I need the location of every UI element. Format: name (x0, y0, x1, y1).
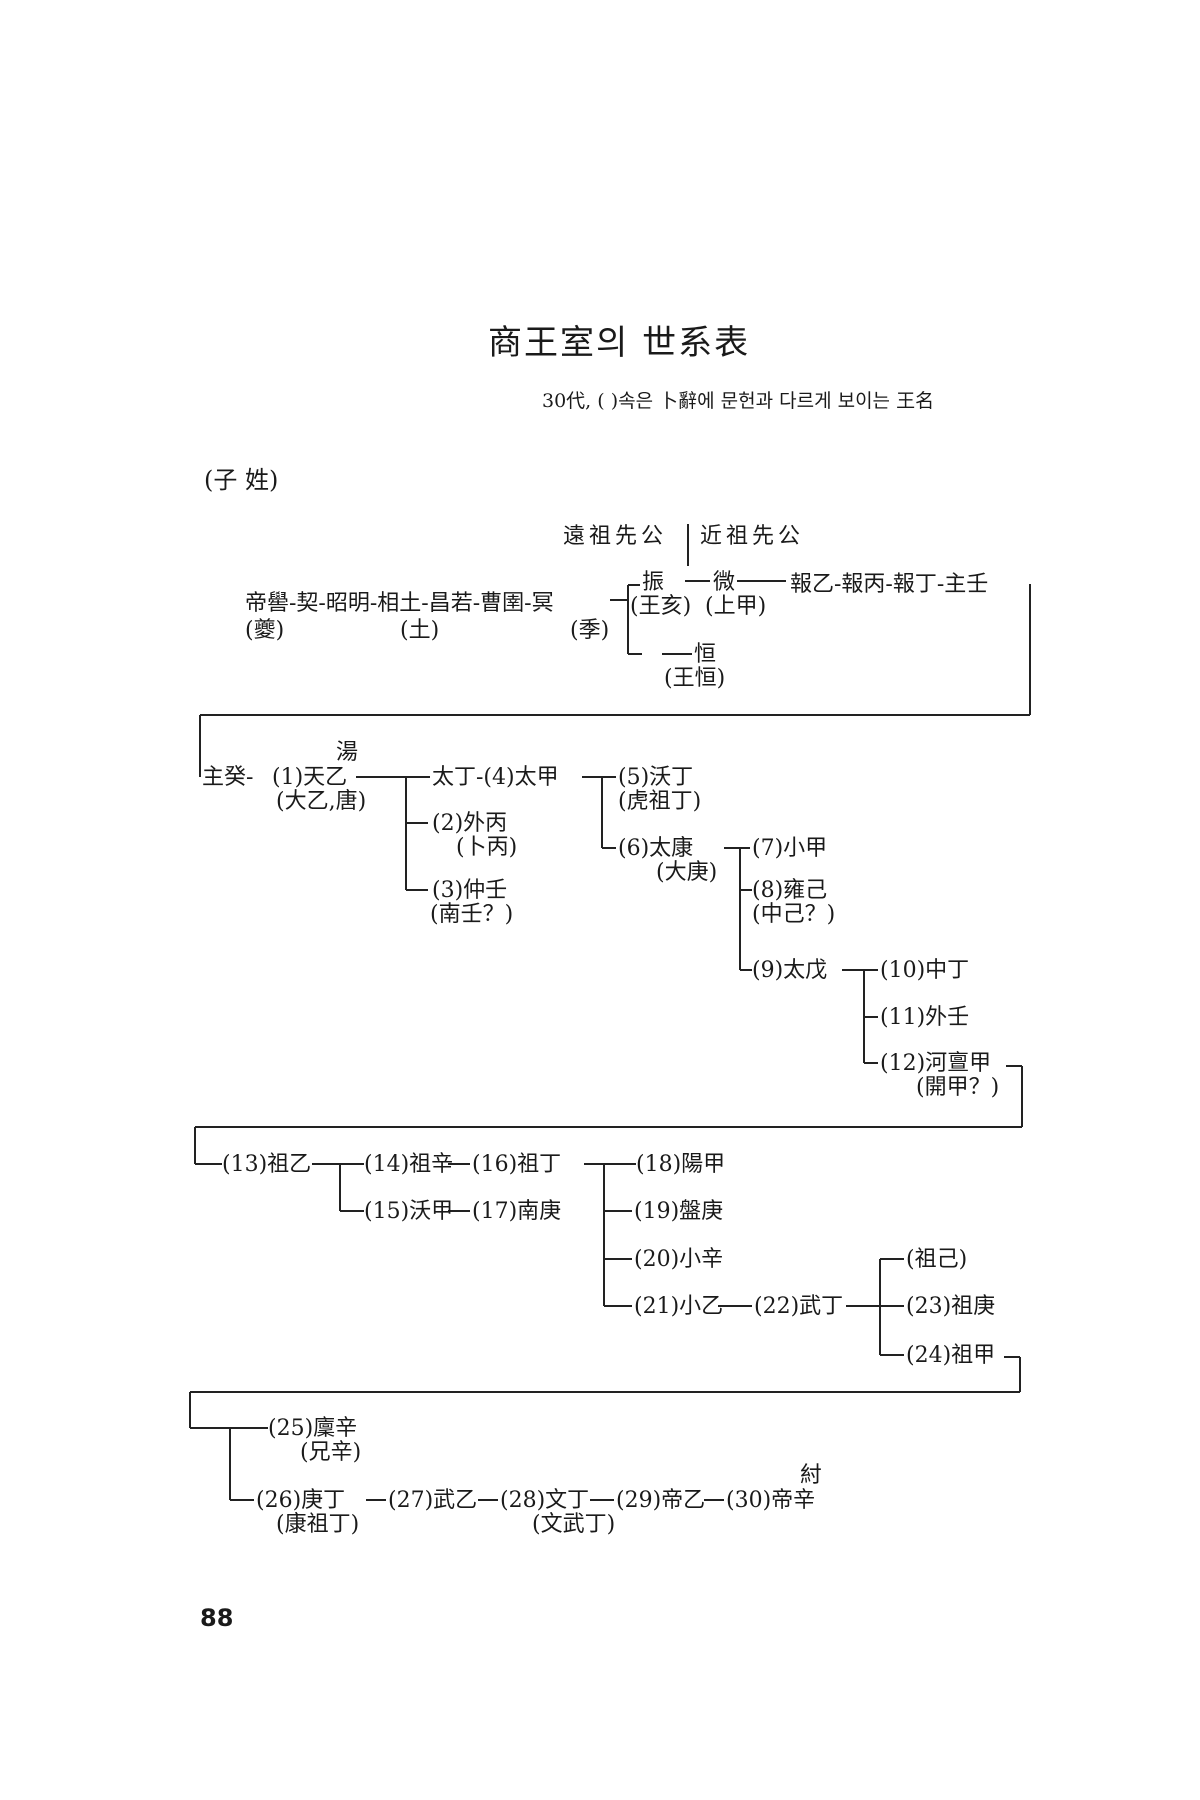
king-9: (9)太戊 (752, 958, 828, 983)
name-zhou: 紂 (800, 1463, 823, 1488)
king-30: (30)帝辛 (726, 1488, 816, 1513)
header-near-ancestors: 近祖先公 (700, 524, 805, 549)
king-25: (25)廩辛 (268, 1416, 358, 1441)
king-26-alt: (康祖丁) (276, 1512, 360, 1537)
king-15: (15)沃甲 (364, 1199, 454, 1224)
king-2: (2)外丙 (432, 811, 508, 836)
king-25-alt: (兄辛) (300, 1440, 362, 1465)
king-27: (27)武乙 (388, 1488, 478, 1513)
name-zhen: 振 (642, 570, 665, 595)
clan-label: (子 姓) (204, 466, 279, 494)
king-6: (6)太康 (618, 836, 694, 861)
king-12: (12)河亶甲 (880, 1051, 992, 1076)
king-11: (11)外壬 (880, 1005, 970, 1030)
name-heng: 恒 (694, 642, 717, 667)
king-10: (10)中丁 (880, 958, 970, 983)
king-19: (19)盤庚 (634, 1199, 724, 1224)
name-zuji: (祖己) (906, 1247, 968, 1272)
king-29: (29)帝乙 (616, 1488, 706, 1513)
subtitle-note: 30代, ( )속은 卜辭에 문헌과 다르게 보이는 王名 (542, 390, 935, 412)
king-18: (18)陽甲 (636, 1152, 726, 1177)
alt-name-wei: (上甲) (705, 594, 767, 619)
name-tang: 湯 (336, 740, 359, 765)
alt-name-ming: (季) (570, 618, 610, 643)
king-23: (23)祖庚 (906, 1294, 996, 1319)
bao-chain: 報乙-報丙-報丁-主壬 (790, 572, 989, 597)
king-1: (1)天乙 (272, 765, 348, 790)
king-4: -(4)太甲 (476, 765, 559, 790)
page-title: 商王室의 世系表 (488, 323, 751, 363)
alt-name-xiangtu: (土) (400, 618, 440, 643)
king-13: (13)祖乙 (222, 1152, 312, 1177)
alt-name-diku: (夔) (245, 618, 285, 643)
king-12-alt: (開甲？) (916, 1075, 1000, 1100)
king-14: (14)祖辛 (364, 1152, 454, 1177)
alt-name-heng: (王恒) (664, 666, 726, 691)
king-24: (24)祖甲 (906, 1343, 996, 1368)
king-2-alt: (卜丙) (456, 835, 518, 860)
king-28: (28)文丁 (500, 1488, 590, 1513)
alt-name-zhen: (王亥) (630, 594, 692, 619)
header-remote-ancestors: 遠祖先公 (563, 524, 668, 549)
king-22: (22)武丁 (754, 1294, 844, 1319)
king-3: (3)仲壬 (432, 878, 508, 903)
king-21: (21)小乙 (634, 1294, 724, 1319)
king-3-alt: (南壬？) (430, 902, 514, 927)
king-8-alt: (中己？) (752, 902, 836, 927)
name-wei: 微 (713, 570, 736, 595)
king-20: (20)小辛 (634, 1247, 724, 1272)
king-5: (5)沃丁 (618, 765, 694, 790)
king-6-alt: (大庚) (656, 860, 718, 885)
page-number: 88 (200, 1604, 234, 1632)
king-7: (7)小甲 (752, 836, 828, 861)
king-16: (16)祖丁 (472, 1152, 562, 1177)
king-26: (26)庚丁 (256, 1488, 346, 1513)
name-zhugui: 主癸- (202, 765, 254, 790)
king-5-alt: (虎祖丁) (618, 789, 702, 814)
name-taiding: 太丁 (432, 765, 477, 790)
king-1-alt: (大乙,唐) (276, 789, 367, 814)
king-17: (17)南庚 (472, 1199, 562, 1224)
king-28-alt: (文武丁) (532, 1512, 616, 1537)
king-8: (8)雍己 (752, 878, 828, 903)
remote-ancestor-chain: 帝嚳-契-昭明-相土-昌若-曹圉-冥 (245, 591, 554, 616)
